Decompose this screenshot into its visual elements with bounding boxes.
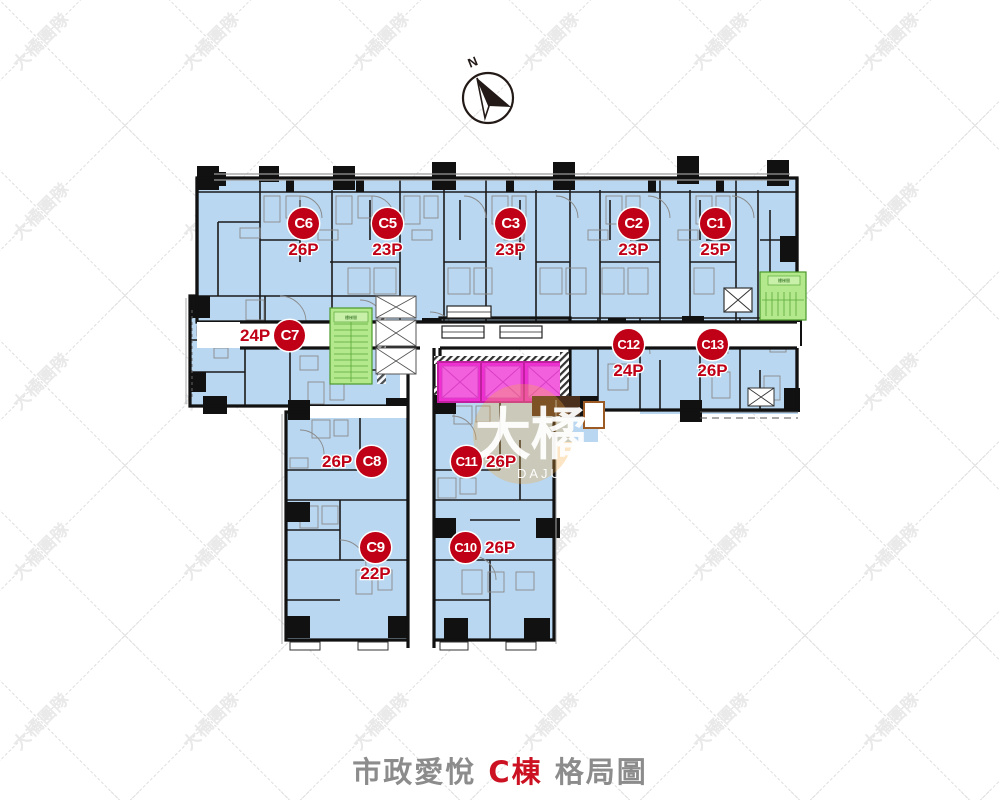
unit-area-label: 23P — [494, 240, 527, 260]
unit-area-label: 24P — [239, 326, 272, 346]
svg-text:樓梯間: 樓梯間 — [345, 314, 357, 320]
compass-rose: N — [455, 52, 525, 132]
unit-badge[interactable]: C10 — [450, 532, 481, 563]
unit-badge[interactable]: C3 — [495, 208, 526, 239]
unit-badge[interactable]: C12 — [613, 329, 644, 360]
unit-area-label: 22P — [359, 564, 392, 584]
unit-area-label: 23P — [371, 240, 404, 260]
unit-area-label: 26P — [287, 240, 320, 260]
unit-badge[interactable]: C7 — [274, 320, 306, 351]
unit-badge[interactable]: C13 — [697, 329, 728, 360]
unit-area-label: 24P — [612, 361, 645, 381]
unit-area-label: 25P — [699, 240, 732, 260]
page-title: 市政愛悅 C棟 格局圖 — [352, 749, 648, 791]
svg-text:樓梯間: 樓梯間 — [778, 277, 790, 283]
elevator-bank — [434, 352, 569, 403]
unit-area-label: 26P — [484, 538, 517, 558]
unit-area-label: 26P — [485, 452, 518, 472]
compass-north-label: N — [466, 53, 480, 70]
title-prefix: 市政愛悅 — [352, 755, 477, 789]
title-suffix: 格局圖 — [554, 755, 648, 789]
floorplan-drawing: 樓梯間 樓梯間 — [185, 156, 807, 651]
unit-badge[interactable]: C8 — [356, 446, 388, 477]
unit-area-label: 26P — [321, 452, 354, 472]
unit-badge[interactable]: C1 — [700, 208, 731, 239]
title-highlight: C棟 — [488, 755, 543, 789]
unit-area-label: 26P — [696, 361, 729, 381]
unit-badge[interactable]: C2 — [618, 208, 649, 239]
unit-badge[interactable]: C5 — [372, 208, 403, 239]
plan-title-bar: 市政愛悅 C棟 格局圖 — [0, 740, 1000, 800]
unit-area-label: 23P — [617, 240, 650, 260]
unit-badge[interactable]: C11 — [451, 446, 482, 477]
unit-badge[interactable]: C9 — [360, 532, 391, 563]
stairwell-left: 樓梯間 — [329, 307, 373, 385]
unit-badge[interactable]: C6 — [288, 208, 319, 239]
stairwell-right: 樓梯間 — [723, 271, 807, 321]
